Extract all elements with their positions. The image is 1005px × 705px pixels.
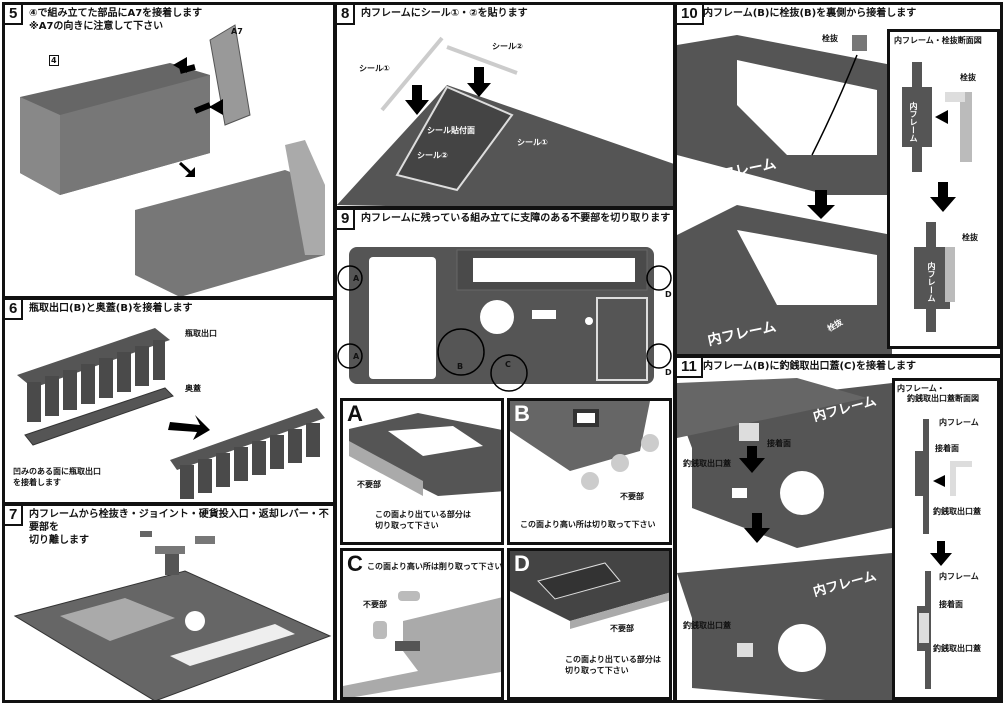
detail-d: D 不要部 この面より出ている部分は 切り取って下さい [507, 548, 672, 700]
step-number: 10 [677, 5, 704, 25]
section-title: 釣銭取出口蓋断面図 [907, 394, 979, 403]
note-line: 切り取って下さい [375, 521, 439, 530]
note-line: を接着します [13, 478, 61, 487]
section-surface: 接着面 [939, 600, 963, 609]
inner-frame-diagram [337, 247, 672, 392]
step-number: 7 [5, 506, 24, 526]
detail-letter: C [347, 551, 363, 576]
step-11-panel: 11 内フレーム(B)に釣銭取出口蓋(C)を接着します 内フレーム 内フレーム … [674, 355, 1003, 703]
outlet-illustration [17, 328, 325, 499]
step-10-panel: 10 内フレーム(B)に栓抜(B)を裏側から接着します 栓抜 内フレーム 内フレ… [674, 2, 1003, 357]
step-6-panel: 6 瓶取出口(B)と奥蓋(B)を接着します 瓶取出口 奥蓋 凹みのある面に瓶取出… [2, 297, 336, 505]
step-number: 5 [5, 5, 24, 25]
note-line: この面より高い所は削り取って下さい [367, 562, 503, 571]
label-unneeded: 不要部 [357, 480, 381, 489]
note-line: この面より高い所は切り取って下さい [520, 520, 656, 529]
marker-d: D [665, 290, 672, 299]
step-title: 内フレームから栓抜き・ジョイント・硬貨投入口・返却レバー・不要部を切り離します [29, 508, 333, 547]
detail-a: A 不要部 この面より出ている部分は 切り取って下さい [340, 398, 504, 545]
detail-letter: B [514, 401, 530, 426]
label-back-lid: 奥蓋 [185, 384, 201, 393]
label-opener: 栓抜 [822, 34, 838, 43]
frame-runner-illustration [13, 531, 332, 700]
label-seal-surface: シール貼付面 [427, 126, 475, 135]
step-title: 内フレームにシール①・②を貼ります [361, 8, 528, 19]
section-view: 内フレーム・栓抜断面図 内フレーム 栓抜 内フレーム 栓抜 [887, 29, 1000, 349]
detail-c-illustration [343, 591, 501, 697]
coin-return-illustration [677, 378, 892, 700]
marker-d: D [665, 368, 672, 377]
label-unneeded: 不要部 [610, 624, 634, 633]
step-title: 瓶取出口(B)と奥蓋(B)を接着します [29, 303, 193, 314]
marker-a: A [353, 352, 360, 361]
opener-illustration [677, 35, 892, 354]
detail-c: C この面より高い所は削り取って下さい 不要部 [340, 548, 504, 700]
note-line: 切り取って下さい [565, 666, 629, 675]
detail-b-illustration [510, 401, 659, 490]
note-line: 凹みのある面に瓶取出口 [13, 467, 101, 476]
title-line: ④で組み立てた部品にA7を接着します [29, 8, 203, 19]
step-number: 11 [677, 358, 703, 378]
label-bond-surface: 接着面 [767, 439, 791, 448]
section-view: 内フレーム・ 釣銭取出口蓋断面図 内フレーム 接着面 釣銭取出口蓋 内フレーム … [892, 378, 1000, 700]
detail-d-illustration [510, 551, 669, 629]
note-line: この面より出ている部分は [375, 510, 471, 519]
label-part-4: 4 [49, 55, 59, 66]
section-opener: 栓抜 [962, 233, 978, 242]
title-line: 内フレームから栓抜き・ジョイント・硬貨投入口・返却レバー・不要部を [29, 509, 329, 533]
section-surface: 接着面 [935, 444, 959, 453]
step-title: 内フレーム(B)に栓抜(B)を裏側から接着します [703, 8, 917, 19]
section-diagram [902, 62, 972, 332]
title-line: ※A7の向きに注意して下さい [29, 21, 164, 32]
detail-letter: D [514, 551, 530, 576]
label-seal-1: シール① [359, 64, 390, 73]
marker-a: A [353, 274, 360, 283]
label-coin-lid: 釣銭取出口蓋 [683, 459, 731, 468]
label-seal-2b: シール② [417, 151, 448, 160]
step-title: ④で組み立てた部品にA7を接着します ※A7の向きに注意して下さい [29, 7, 202, 33]
step-number: 9 [337, 210, 356, 230]
section-frame: 内フレーム [939, 572, 979, 581]
detail-a-illustration [349, 413, 501, 496]
box-illustration [20, 24, 325, 296]
section-frame: 内フレーム [909, 102, 918, 142]
step-5-panel: 5 ④で組み立てた部品にA7を接着します ※A7の向きに注意して下さい A7 4 [2, 2, 336, 299]
section-opener: 栓抜 [960, 73, 976, 82]
title-line: 切り離します [29, 535, 89, 546]
label-unneeded: 不要部 [363, 600, 387, 609]
step-number: 6 [5, 300, 24, 320]
marker-c: C [505, 360, 511, 369]
step-title: 内フレームに残っている組み立てに支障のある不要部を切り取ります [361, 213, 671, 224]
section-frame: 内フレーム [939, 418, 979, 427]
step-9-panel: 9 内フレームに残っている組み立てに支障のある不要部を切り取ります A A B … [334, 207, 676, 703]
step-title: 内フレーム(B)に釣銭取出口蓋(C)を接着します [703, 361, 916, 372]
label-seal-1b: シール① [517, 138, 548, 147]
marker-b: B [457, 362, 464, 371]
label-unneeded: 不要部 [620, 492, 644, 501]
label-coin-lid: 釣銭取出口蓋 [683, 621, 731, 630]
step-number: 8 [337, 5, 356, 25]
step-7-panel: 7 内フレームから栓抜き・ジョイント・硬貨投入口・返却レバー・不要部を切り離しま… [2, 503, 336, 703]
section-title: 内フレーム・栓抜断面図 [894, 36, 982, 45]
section-lid: 釣銭取出口蓋 [933, 507, 981, 516]
seal-illustration [337, 36, 673, 206]
label-bottle-outlet: 瓶取出口 [185, 329, 217, 338]
section-diagram [915, 419, 972, 689]
note-line: この面より出ている部分は [565, 655, 661, 664]
detail-letter: A [347, 401, 363, 426]
section-lid: 釣銭取出口蓋 [933, 644, 981, 653]
section-frame: 内フレーム [927, 262, 936, 302]
section-title: 内フレーム・ [897, 384, 945, 393]
detail-b: B 不要部 この面より高い所は切り取って下さい [507, 398, 672, 545]
step-8-panel: 8 内フレームにシール①・②を貼ります シール① シール② シール貼付面 シール… [334, 2, 676, 209]
label-a7: A7 [231, 27, 243, 36]
label-seal-2: シール② [492, 42, 523, 51]
